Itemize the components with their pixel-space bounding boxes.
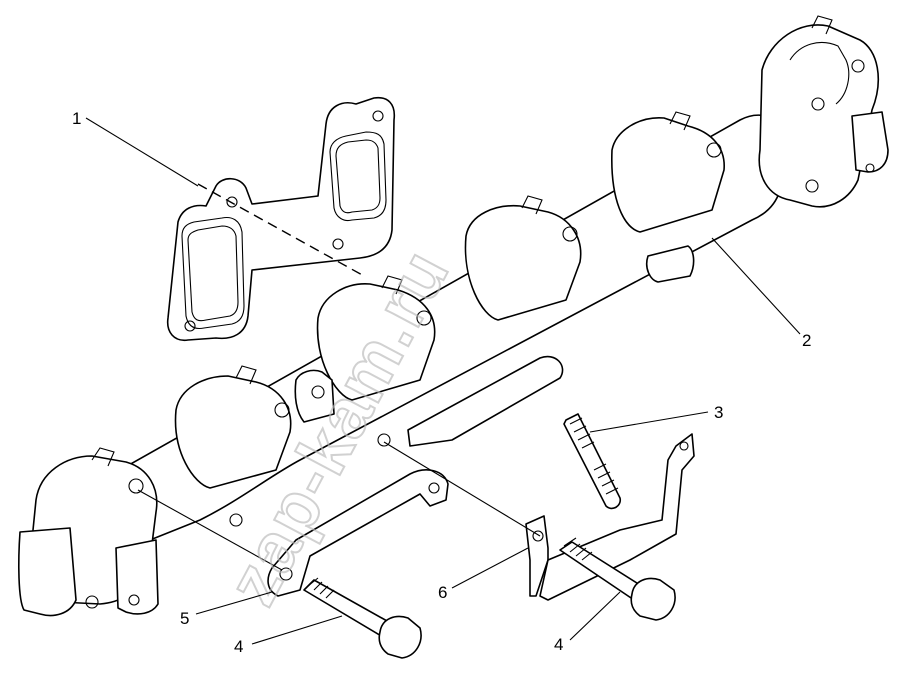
leader-4-left xyxy=(251,615,343,645)
callout-5: 5 xyxy=(180,609,189,628)
leader-3 xyxy=(589,411,709,433)
leader-4-right xyxy=(569,591,621,641)
bolt-right xyxy=(559,537,676,621)
bolt-line-right xyxy=(383,441,541,537)
leader-5 xyxy=(195,591,273,615)
callout-2: 2 xyxy=(802,331,811,350)
callout-4-right: 4 xyxy=(554,635,563,654)
stud xyxy=(563,413,622,510)
leader-2 xyxy=(711,237,801,335)
leader-1 xyxy=(85,117,199,187)
callout-4-left: 4 xyxy=(234,637,243,656)
bolt-left xyxy=(303,577,422,659)
leader-6 xyxy=(451,547,529,589)
locking-plate-left xyxy=(267,469,449,597)
callout-3: 3 xyxy=(714,403,723,422)
callout-1: 1 xyxy=(72,109,81,128)
callout-6: 6 xyxy=(438,583,447,602)
exhaust-manifold xyxy=(18,15,889,617)
gasket xyxy=(166,96,396,342)
bolt-line-left xyxy=(137,489,283,571)
